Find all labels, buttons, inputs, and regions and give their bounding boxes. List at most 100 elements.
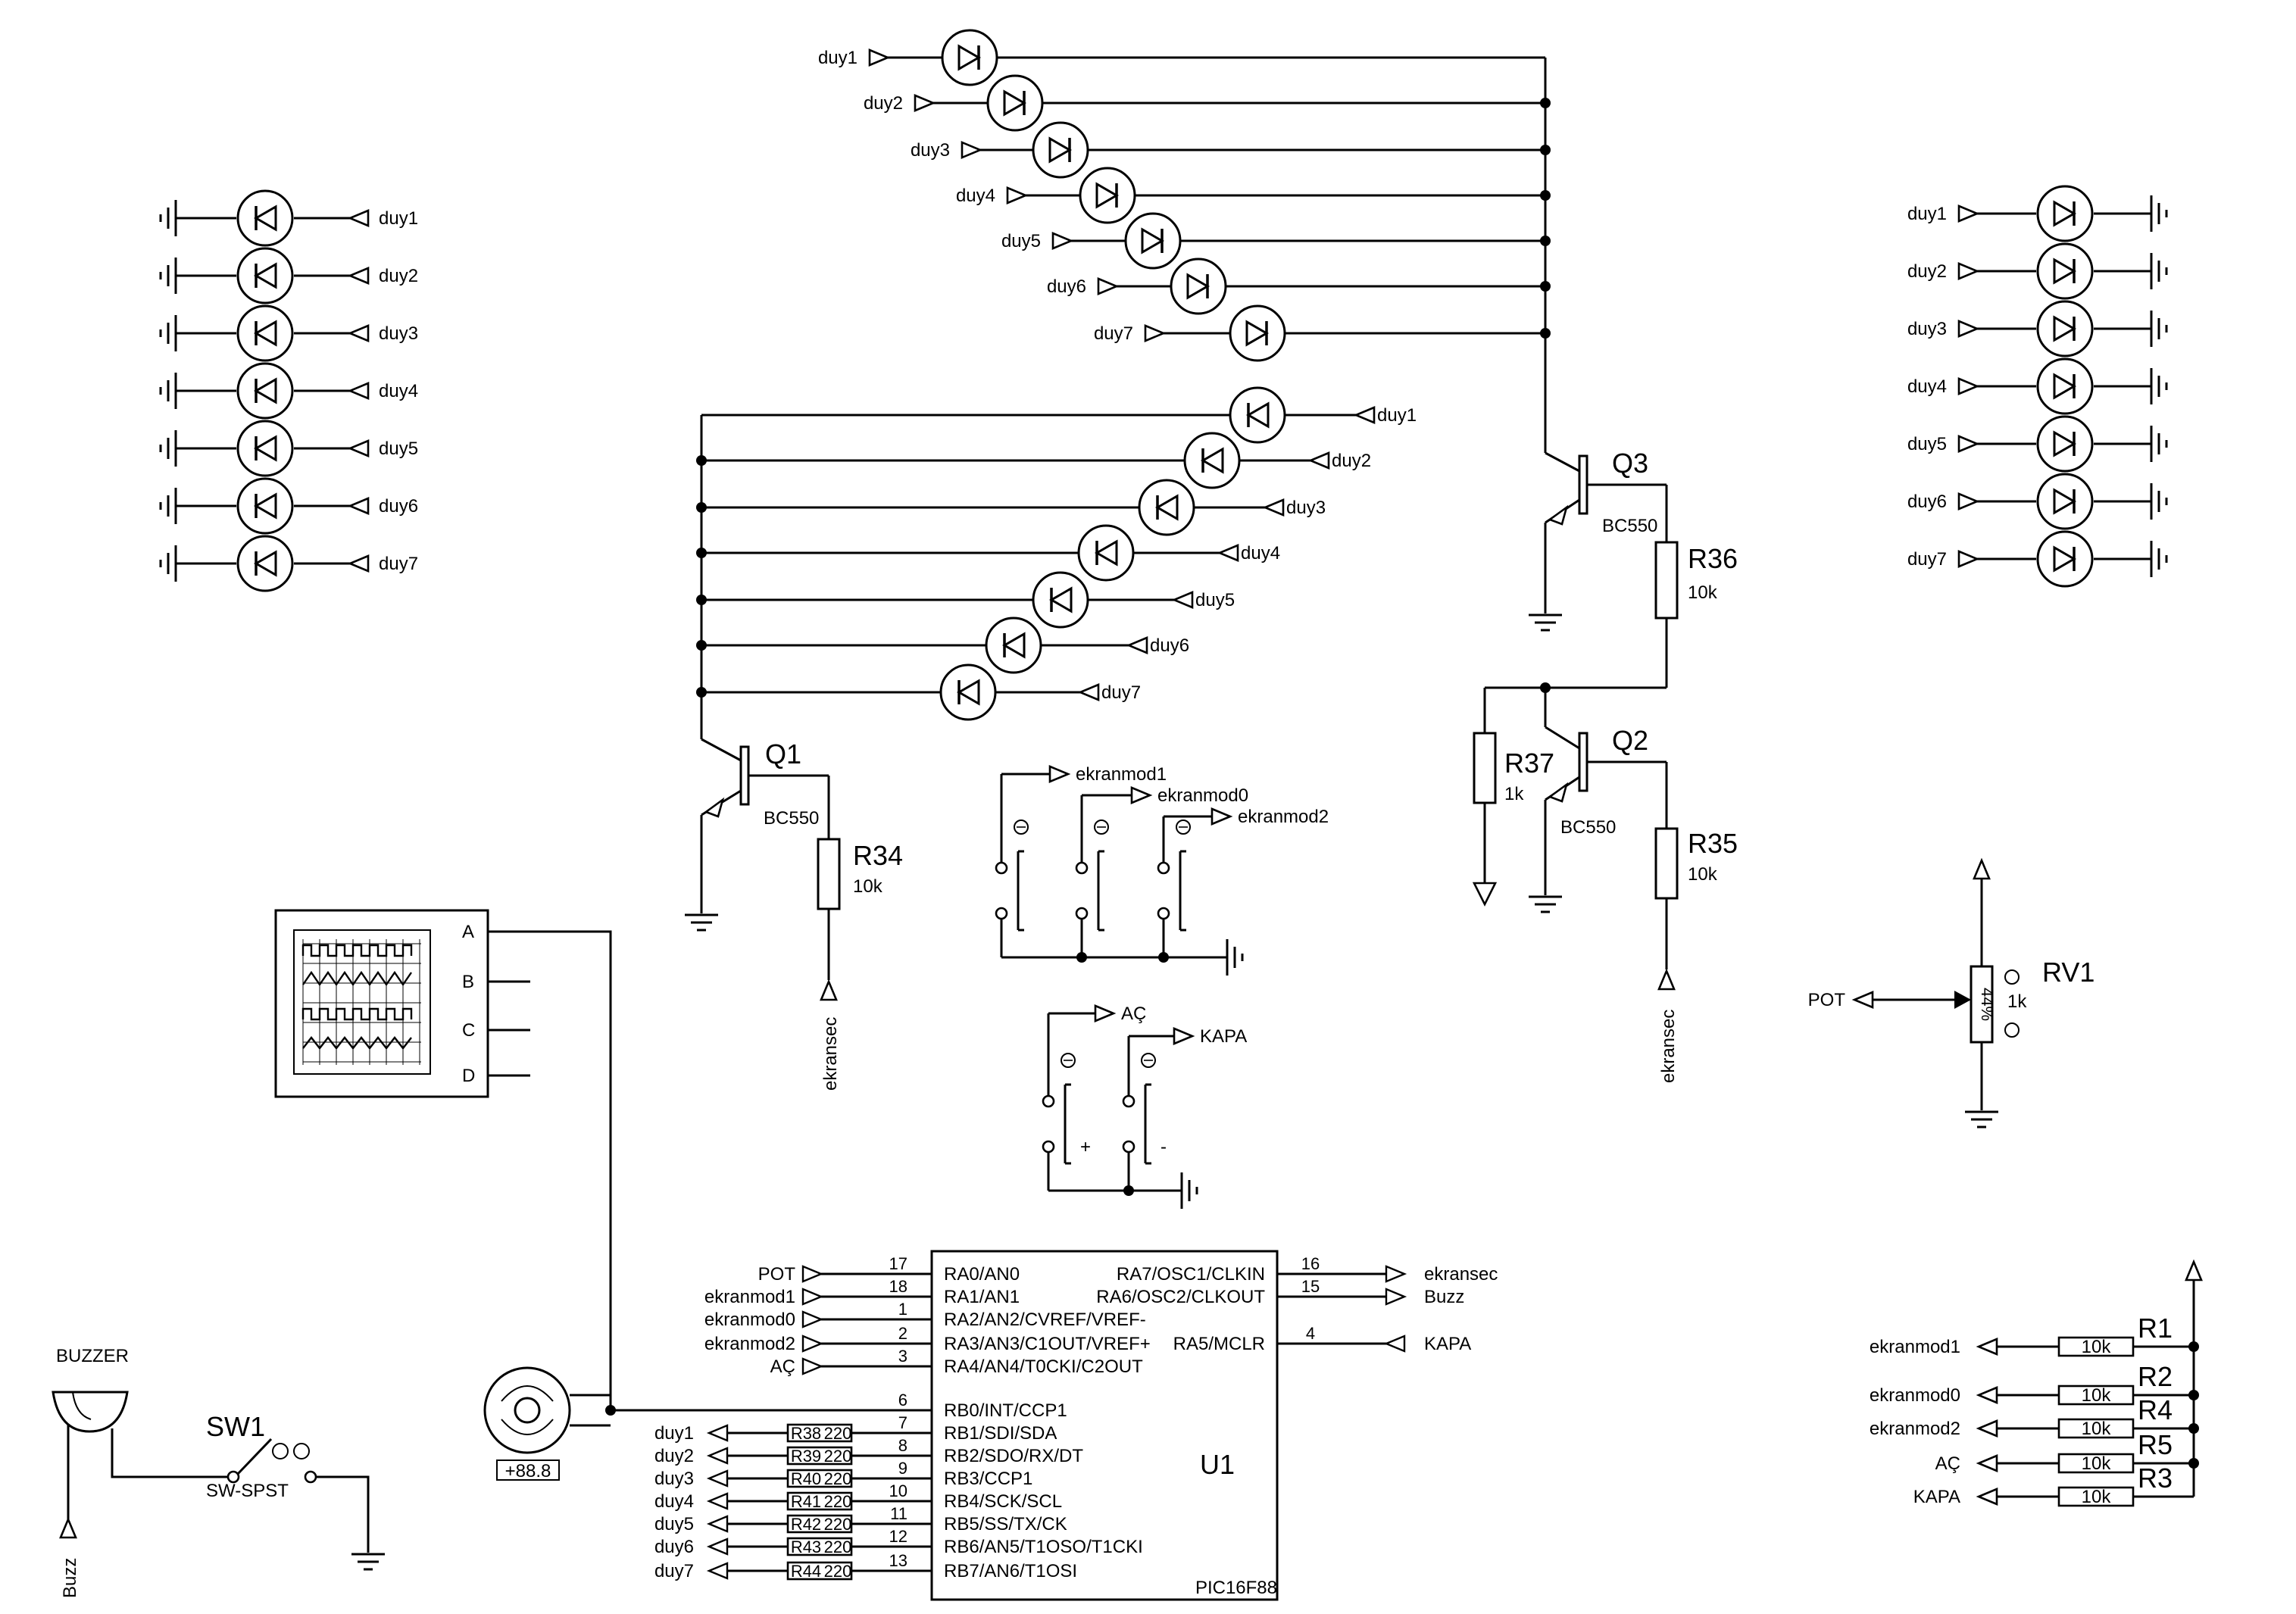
duy-input-flag xyxy=(1957,492,1980,510)
pot-vcc-flag xyxy=(1973,857,1991,880)
top-diode-1 xyxy=(941,29,998,86)
net-label-duy: duy7 xyxy=(379,554,418,574)
diode-arrow xyxy=(957,44,982,71)
right-ground xyxy=(2150,541,2168,577)
mcu-input-flag xyxy=(801,1310,824,1328)
mid-diode-4 xyxy=(1077,524,1135,582)
switch-indicator xyxy=(293,1443,310,1459)
left-diode-5 xyxy=(236,420,294,477)
q2-value: BC550 xyxy=(1560,817,1616,838)
net-label-ac: AÇ xyxy=(1121,1004,1146,1024)
button-contact xyxy=(1075,907,1089,920)
diode-body xyxy=(985,617,1042,674)
labels: duy1duy2duy3duy4duy5duy6duy7Q3BC550R3610… xyxy=(56,48,2173,1598)
junction-dot xyxy=(1123,1185,1134,1196)
diode-body xyxy=(236,304,294,362)
mcu-output-flag xyxy=(706,1424,729,1442)
net-label-duy: duy3 xyxy=(911,140,950,161)
mcu-pin-number: 6 xyxy=(898,1391,907,1410)
pullup-ref: R5 xyxy=(2138,1429,2173,1460)
switch-to-ground xyxy=(315,1475,370,1553)
mcu-pin-number: 4 xyxy=(1306,1324,1315,1343)
pullup-ref: R1 xyxy=(2138,1313,2173,1344)
series-resistor xyxy=(786,1491,853,1511)
r35-resistor xyxy=(1654,827,1679,900)
button-contact xyxy=(1157,907,1170,920)
mcu-part: PIC16F88 xyxy=(1195,1578,1277,1598)
r37-value: 1k xyxy=(1504,784,1524,804)
series-resistor xyxy=(786,1537,853,1556)
mcu-pin-number: 7 xyxy=(898,1413,907,1432)
diode-body xyxy=(1229,304,1286,362)
switch-contact xyxy=(304,1470,317,1484)
diode-body xyxy=(2036,300,2094,357)
rv1-body xyxy=(1970,965,1994,1044)
q1-ref: Q1 xyxy=(765,738,801,770)
scope-channel-label: A xyxy=(462,922,474,942)
mcu-pin-number: 18 xyxy=(889,1277,907,1296)
button-contact xyxy=(1122,1140,1136,1154)
net-label-duy: duy3 xyxy=(1286,498,1326,518)
junction-dot xyxy=(2188,1390,2199,1400)
net-label-duy: duy2 xyxy=(1907,261,1947,282)
mcu-pin-name: RA0/AN0 xyxy=(944,1264,1020,1285)
junction-dot xyxy=(2188,1341,2199,1352)
duy-input-flag xyxy=(347,382,370,400)
pullup-flag xyxy=(1976,1338,1998,1356)
net-label-duy: duy6 xyxy=(1907,492,1947,512)
pullup-resistor-value: 10k xyxy=(2082,1453,2112,1474)
scope-trace xyxy=(302,1036,412,1050)
series-resistor-ref: R40 xyxy=(791,1469,821,1488)
diode-body xyxy=(2036,357,2094,415)
mcu-pin-name: RA4/AN4/T0CKI/C2OUT xyxy=(944,1356,1143,1377)
diode-arrow xyxy=(253,550,277,577)
mcu-net-label: Buzz xyxy=(1424,1287,1464,1307)
net-label-kapa: KAPA xyxy=(1200,1026,1247,1047)
button-contact xyxy=(1075,861,1089,875)
mcu-pin-name: RA1/AN1 xyxy=(944,1287,1020,1307)
button-flag xyxy=(1130,786,1153,804)
scope-trace xyxy=(301,944,413,957)
right-diode-1 xyxy=(2036,185,2094,242)
duy-input-flag xyxy=(1957,435,1980,453)
button-group-ground xyxy=(1226,939,1244,976)
mcu-pin-number: 12 xyxy=(889,1527,907,1546)
mcu-pin-name: RA6/OSC2/CLKOUT xyxy=(1096,1287,1265,1307)
right-ground xyxy=(2150,483,2168,520)
q1-value: BC550 xyxy=(764,808,819,829)
net-label-duy: duy3 xyxy=(379,323,418,344)
duy-input-flag xyxy=(347,439,370,457)
pot-indicator xyxy=(2004,1022,2020,1038)
button-contact xyxy=(1042,1140,1055,1154)
mid-diode-3 xyxy=(1138,479,1195,536)
net-label-buzz: Buzz xyxy=(60,1558,80,1598)
duy-input-flag xyxy=(347,209,370,227)
ekranmod-button-2 xyxy=(1075,819,1109,932)
buzz-flag xyxy=(59,1516,77,1539)
transistor-base-bar xyxy=(1578,454,1588,515)
left-ground xyxy=(159,258,177,294)
net-label-duy: duy6 xyxy=(379,496,418,517)
net-label-duy: duy1 xyxy=(818,48,857,68)
pullup-vcc-flag xyxy=(2185,1259,2203,1282)
right-ground xyxy=(2150,426,2168,462)
r34-ref: R34 xyxy=(853,840,903,871)
mcu-net-label: KAPA xyxy=(1424,1334,1471,1354)
motor-arc xyxy=(501,1385,554,1402)
junction-dot xyxy=(2188,1458,2199,1469)
button-flag xyxy=(1210,807,1233,826)
mcu-pin-name: RA7/OSC1/CLKIN xyxy=(1117,1264,1265,1285)
mcu-pin-number: 10 xyxy=(889,1481,907,1500)
diode-body xyxy=(236,362,294,420)
diode-arrow xyxy=(1186,273,1210,300)
right-diode-5 xyxy=(2036,415,2094,473)
mcu-input-flag xyxy=(801,1265,824,1283)
net-label-duy: duy6 xyxy=(1150,635,1189,656)
ekransec-flag-q2 xyxy=(1657,968,1676,991)
net-label-duy: duy4 xyxy=(379,381,418,401)
button-flag xyxy=(1173,1027,1195,1045)
mcu-output-flag xyxy=(706,1469,729,1488)
top-diode-4 xyxy=(1079,167,1136,224)
pullup-ref: R2 xyxy=(2138,1361,2173,1392)
